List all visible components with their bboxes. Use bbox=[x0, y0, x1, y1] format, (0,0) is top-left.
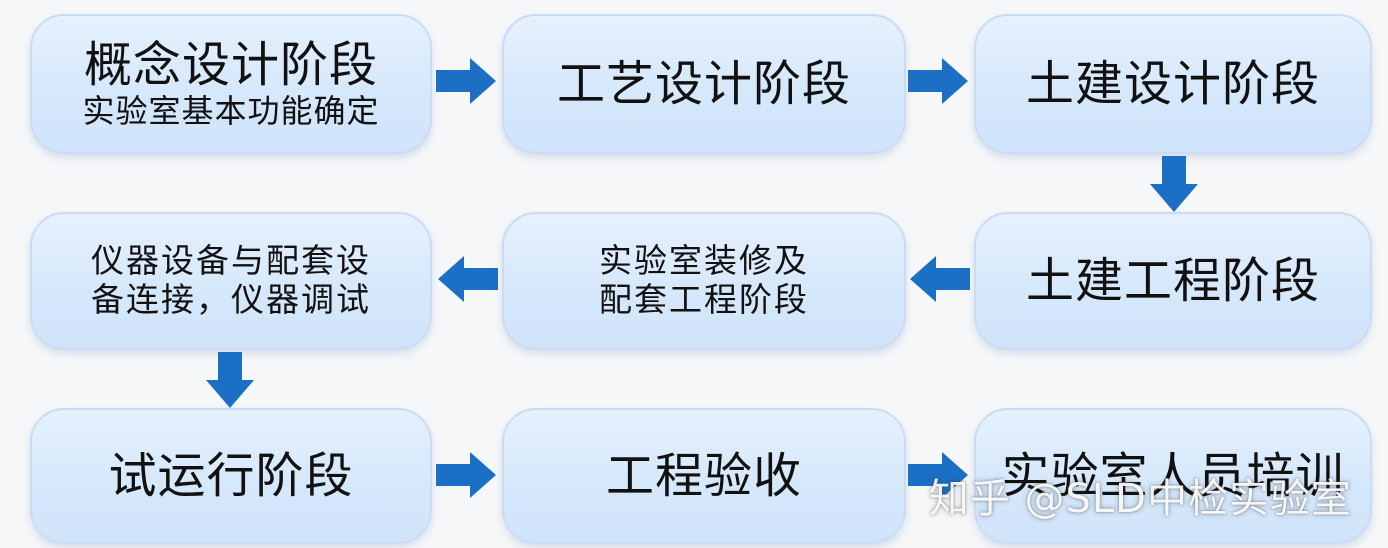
box-civil-works-label: 土建工程阶段 bbox=[1025, 252, 1320, 309]
box-decoration-line1: 实验室装修及 bbox=[599, 241, 809, 281]
box-civil-design: 土建设计阶段 bbox=[974, 14, 1372, 154]
box-decoration-line2: 配套工程阶段 bbox=[599, 280, 809, 319]
box-decoration: 实验室装修及 配套工程阶段 bbox=[502, 212, 906, 350]
arrow-right-concept-to-process bbox=[436, 58, 496, 104]
box-equipment-line2: 备连接，仪器调试 bbox=[91, 280, 371, 319]
box-civil-design-label: 土建设计阶段 bbox=[1025, 55, 1320, 112]
box-process-design-label: 工艺设计阶段 bbox=[556, 55, 851, 112]
arrow-right-acceptance-to-training bbox=[908, 452, 968, 498]
box-concept-design-subtitle: 实验室基本功能确定 bbox=[82, 92, 380, 131]
box-concept-design-title: 概念设计阶段 bbox=[83, 36, 378, 93]
arrow-right-process-to-civil-design bbox=[908, 58, 968, 104]
box-process-design: 工艺设计阶段 bbox=[502, 14, 906, 154]
box-trial-run: 试运行阶段 bbox=[30, 408, 432, 544]
arrow-left-decoration-to-equipment bbox=[438, 256, 498, 302]
box-acceptance: 工程验收 bbox=[502, 408, 906, 544]
arrow-down-civil-design-to-works bbox=[1150, 156, 1198, 212]
box-training-label: 实验室人员培训 bbox=[1001, 447, 1345, 504]
arrow-down-equipment-to-trial bbox=[206, 352, 254, 408]
box-equipment-connection: 仪器设备与配套设 备连接，仪器调试 bbox=[30, 212, 432, 350]
arrow-left-works-to-decoration bbox=[910, 256, 970, 302]
box-equipment-line1: 仪器设备与配套设 bbox=[91, 241, 371, 281]
box-civil-works: 土建工程阶段 bbox=[974, 212, 1372, 350]
box-trial-run-label: 试运行阶段 bbox=[108, 447, 354, 504]
box-concept-design: 概念设计阶段 实验室基本功能确定 bbox=[30, 14, 432, 154]
box-acceptance-label: 工程验收 bbox=[605, 447, 802, 504]
arrow-right-trial-to-acceptance bbox=[436, 452, 496, 498]
watermark-text: 知乎 @SLD中检实验室 bbox=[928, 476, 1352, 522]
box-training: 实验室人员培训 bbox=[974, 408, 1372, 544]
